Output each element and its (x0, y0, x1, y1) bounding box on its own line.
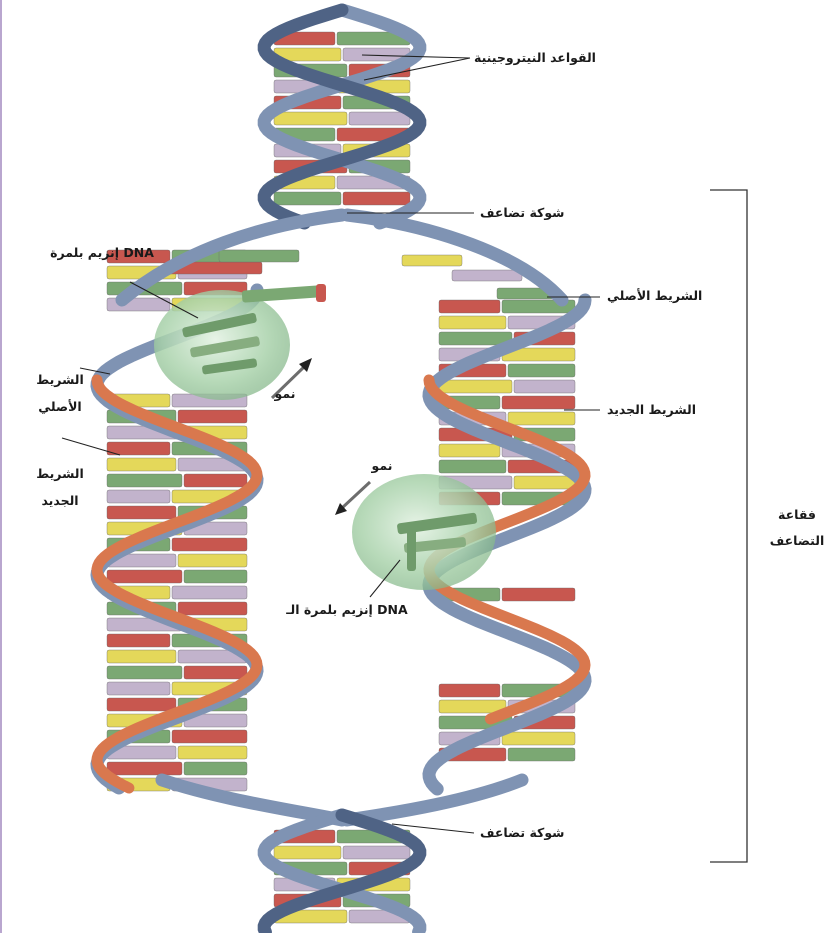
base-pair (178, 554, 247, 567)
label-dna-polymerase-right: إنزيم بلمرة الـ DNA (285, 602, 408, 617)
base-pair (439, 316, 506, 329)
base-pair (274, 192, 341, 205)
base-pair (107, 458, 176, 471)
label-replication-bubble-line1: فقاعة (778, 507, 816, 522)
label-growth-right: نمو (371, 458, 393, 473)
label-original-strand-left-line1: الشريط (36, 372, 84, 387)
base-pair (514, 476, 575, 489)
label-replication-fork-top: شوكة تضاعف (480, 205, 564, 220)
base-pair (107, 506, 176, 519)
base-pair (219, 250, 299, 262)
label-nitrogen-bases: القواعد النيتروجينية (474, 50, 596, 65)
fork-bottom-left (162, 780, 342, 820)
base-pair (107, 650, 176, 663)
base-pair (439, 460, 506, 473)
base-pair (508, 412, 575, 425)
base-pair (439, 444, 500, 457)
base-pair (502, 396, 575, 409)
base-pair (172, 730, 247, 743)
base-pair (107, 634, 170, 647)
base-pair (508, 364, 575, 377)
label-new-strand-left-line1: الشريط (36, 466, 84, 481)
base-pair (439, 380, 512, 393)
base-pair (502, 732, 575, 745)
base-pair (107, 762, 182, 775)
base-pair (107, 442, 170, 455)
base-pair (107, 698, 176, 711)
base-pair (107, 682, 170, 695)
base-pair (172, 538, 247, 551)
base-pair (172, 586, 247, 599)
label-new-strand-left-line2: الجديد (41, 493, 78, 508)
bubble-bracket (710, 190, 747, 862)
base-pair (274, 846, 341, 859)
label-replication-fork-bottom: شوكة تضاعف (480, 825, 564, 840)
base-pair (184, 570, 247, 583)
base-pair (178, 410, 247, 423)
base-pair (502, 588, 575, 601)
label-replication-bubble-line2: التضاعف (770, 533, 825, 548)
base-pair (178, 746, 247, 759)
base-pair (402, 255, 462, 266)
base-pair (452, 270, 522, 281)
base-pair (343, 846, 410, 859)
dna-polymerase-right (352, 474, 496, 590)
base-pair (514, 380, 575, 393)
dna-polymerase-left (154, 290, 290, 400)
base-pair (439, 300, 500, 313)
base-pair (107, 474, 182, 487)
base-pair (349, 112, 410, 125)
base-pair (184, 666, 247, 679)
base-pair (107, 570, 182, 583)
base-pair (439, 684, 500, 697)
base-pair (274, 112, 347, 125)
label-growth-left: نمو (274, 386, 296, 401)
label-new-strand-right: الشريط الجديد (607, 402, 696, 417)
base-pair (107, 666, 182, 679)
label-dna-polymerase-left: إنزيم بلمرة DNA (50, 245, 154, 260)
base-pair (107, 490, 170, 503)
label-original-strand-right: الشريط الأصلي (607, 288, 702, 303)
base-pair (178, 602, 247, 615)
base-pair (184, 474, 247, 487)
base-pair (184, 762, 247, 775)
base-pair (343, 192, 410, 205)
base-pair (508, 748, 575, 761)
label-original-strand-left-line2: الأصلي (38, 399, 81, 414)
